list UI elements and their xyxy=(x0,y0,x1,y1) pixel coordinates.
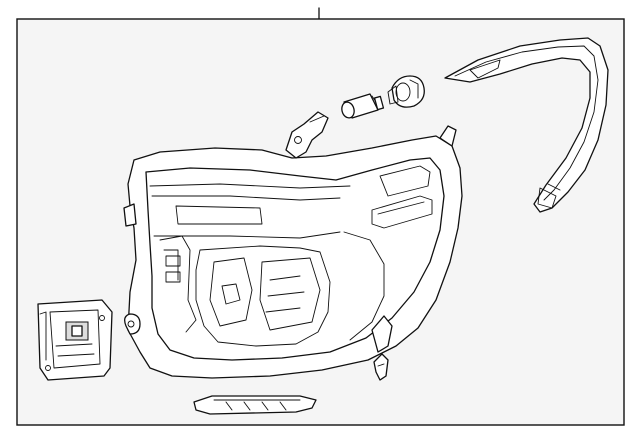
bulb-socket xyxy=(387,75,425,108)
lower-bracket xyxy=(193,395,317,415)
trim-strip xyxy=(444,37,609,213)
clip xyxy=(373,353,389,381)
side-bracket xyxy=(37,299,113,381)
headlamp-assembly xyxy=(123,111,463,379)
bulb xyxy=(341,93,385,119)
